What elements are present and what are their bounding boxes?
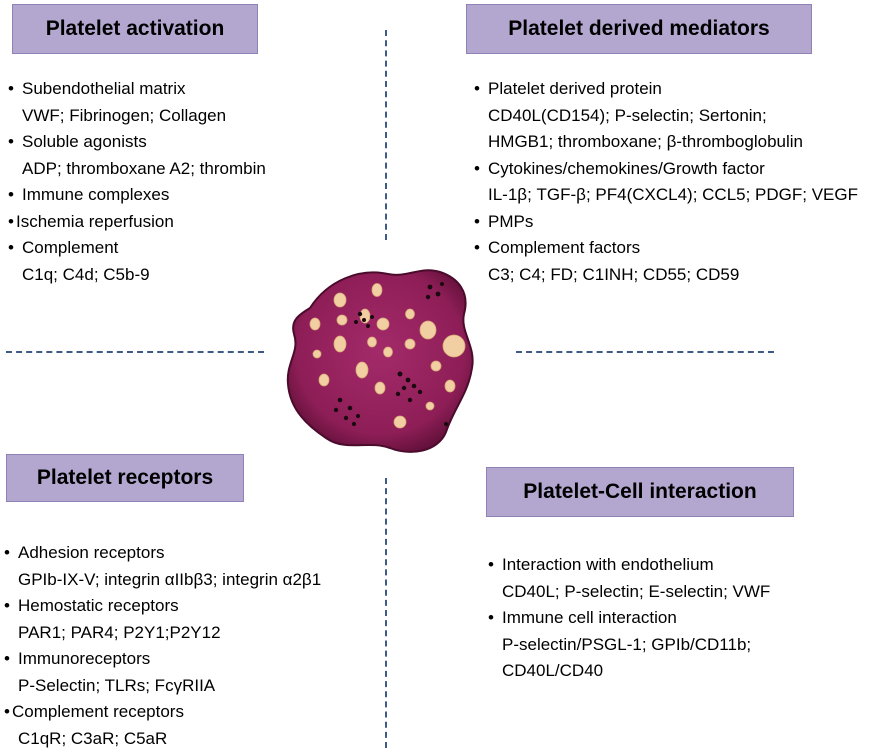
divider-left-horizontal — [6, 351, 264, 353]
item-label: Hemostatic receptors — [18, 596, 179, 615]
title-platelet-receptors: Platelet receptors — [6, 454, 244, 502]
divider-right-horizontal — [516, 351, 774, 353]
bullet: • — [474, 209, 488, 236]
granule — [394, 416, 406, 428]
bullet: • — [474, 76, 488, 103]
granule — [334, 336, 346, 352]
list-item: •Immune complexes — [8, 182, 266, 209]
granule — [445, 380, 455, 392]
list-item: •Platelet derived protein — [474, 76, 858, 103]
granule — [426, 402, 434, 410]
granule — [377, 318, 389, 330]
list-item: •Ischemia reperfusion — [8, 209, 266, 236]
granule — [337, 315, 347, 325]
granule — [405, 339, 415, 349]
list-item: •Complement receptors — [4, 699, 321, 726]
item-label: Soluble agonists — [22, 132, 147, 151]
list-item: •Immunoreceptors — [4, 646, 321, 673]
granule — [334, 293, 346, 307]
granule — [310, 318, 320, 330]
item-detail: P-selectin/PSGL-1; GPIb/CD11b; — [488, 632, 770, 659]
title-platelet-cell-interaction: Platelet-Cell interaction — [486, 467, 794, 517]
bullet: • — [474, 235, 488, 262]
bullet: • — [8, 76, 22, 103]
bullet: • — [488, 605, 502, 632]
item-detail: C1qR; C3aR; C5aR — [4, 726, 321, 752]
item-label: Complement receptors — [12, 702, 184, 721]
activation-list: •Subendothelial matrix VWF; Fibrinogen; … — [8, 76, 266, 288]
granule — [443, 335, 465, 357]
item-detail: C3; C4; FD; C1INH; CD55; CD59 — [474, 262, 858, 289]
item-label: Interaction with endothelium — [502, 555, 714, 574]
item-label: Platelet derived protein — [488, 79, 662, 98]
list-item: •PMPs — [474, 209, 858, 236]
list-item: •Subendothelial matrix — [8, 76, 266, 103]
item-detail: CD40L(CD154); P-selectin; Sertonin; — [474, 103, 858, 130]
granule — [431, 361, 441, 371]
list-item: •Interaction with endothelium — [488, 552, 770, 579]
item-detail: PAR1; PAR4; P2Y1;P2Y12 — [4, 620, 321, 647]
list-item: •Hemostatic receptors — [4, 593, 321, 620]
platelet-illustration — [280, 262, 480, 458]
bullet: • — [8, 129, 22, 156]
item-detail: P-Selectin; TLRs; FcγRIIA — [4, 673, 321, 700]
granule — [356, 362, 368, 378]
granule — [384, 347, 393, 357]
mediators-list: •Platelet derived protein CD40L(CD154); … — [474, 76, 858, 288]
item-label: Immune cell interaction — [502, 608, 677, 627]
bullet: • — [8, 182, 22, 209]
item-detail: HMGB1; thromboxane; β-thromboglobulin — [474, 129, 858, 156]
granule — [375, 382, 385, 394]
granule — [313, 350, 321, 358]
bullet: • — [4, 699, 12, 726]
item-label: Immunoreceptors — [18, 649, 150, 668]
receptors-list: •Adhesion receptors GPIb-IX-V; integrin … — [4, 540, 321, 752]
list-item: •Soluble agonists — [8, 129, 266, 156]
divider-bottom-vertical — [385, 478, 387, 748]
granule — [372, 284, 382, 297]
item-detail: IL-1β; TGF-β; PF4(CXCL4); CCL5; PDGF; VE… — [474, 182, 858, 209]
bullet: • — [4, 593, 18, 620]
item-label: Complement — [22, 238, 118, 257]
item-detail: C1q; C4d; C5b-9 — [8, 262, 266, 289]
bullet: • — [4, 540, 18, 567]
granule — [319, 374, 329, 386]
granule — [420, 321, 436, 339]
list-item: •Complement — [8, 235, 266, 262]
list-item: •Adhesion receptors — [4, 540, 321, 567]
granule — [368, 337, 377, 347]
item-label: Complement factors — [488, 238, 640, 257]
bullet: • — [474, 156, 488, 183]
item-detail: ADP; thromboxane A2; thrombin — [8, 156, 266, 183]
list-item: •Cytokines/chemokines/Growth factor — [474, 156, 858, 183]
bullet: • — [8, 235, 22, 262]
bullet: • — [4, 646, 18, 673]
divider-top-vertical — [385, 30, 387, 240]
title-platelet-activation: Platelet activation — [12, 4, 258, 54]
item-label: Cytokines/chemokines/Growth factor — [488, 159, 765, 178]
item-detail: CD40L/CD40 — [488, 658, 770, 685]
item-detail: GPIb-IX-V; integrin αIIbβ3; integrin α2β… — [4, 567, 321, 594]
item-label: PMPs — [488, 212, 533, 231]
bullet: • — [8, 209, 16, 236]
item-label: Subendothelial matrix — [22, 79, 185, 98]
item-label: Ischemia reperfusion — [16, 212, 174, 231]
list-item: •Immune cell interaction — [488, 605, 770, 632]
item-detail: VWF; Fibrinogen; Collagen — [8, 103, 266, 130]
bullet: • — [488, 552, 502, 579]
item-label: Adhesion receptors — [18, 543, 164, 562]
granule — [406, 309, 415, 319]
title-platelet-derived-mediators: Platelet derived mediators — [466, 4, 812, 54]
interaction-list: •Interaction with endothelium CD40L; P-s… — [488, 552, 770, 685]
item-label: Immune complexes — [22, 185, 169, 204]
item-detail: CD40L; P-selectin; E-selectin; VWF — [488, 579, 770, 606]
list-item: •Complement factors — [474, 235, 858, 262]
